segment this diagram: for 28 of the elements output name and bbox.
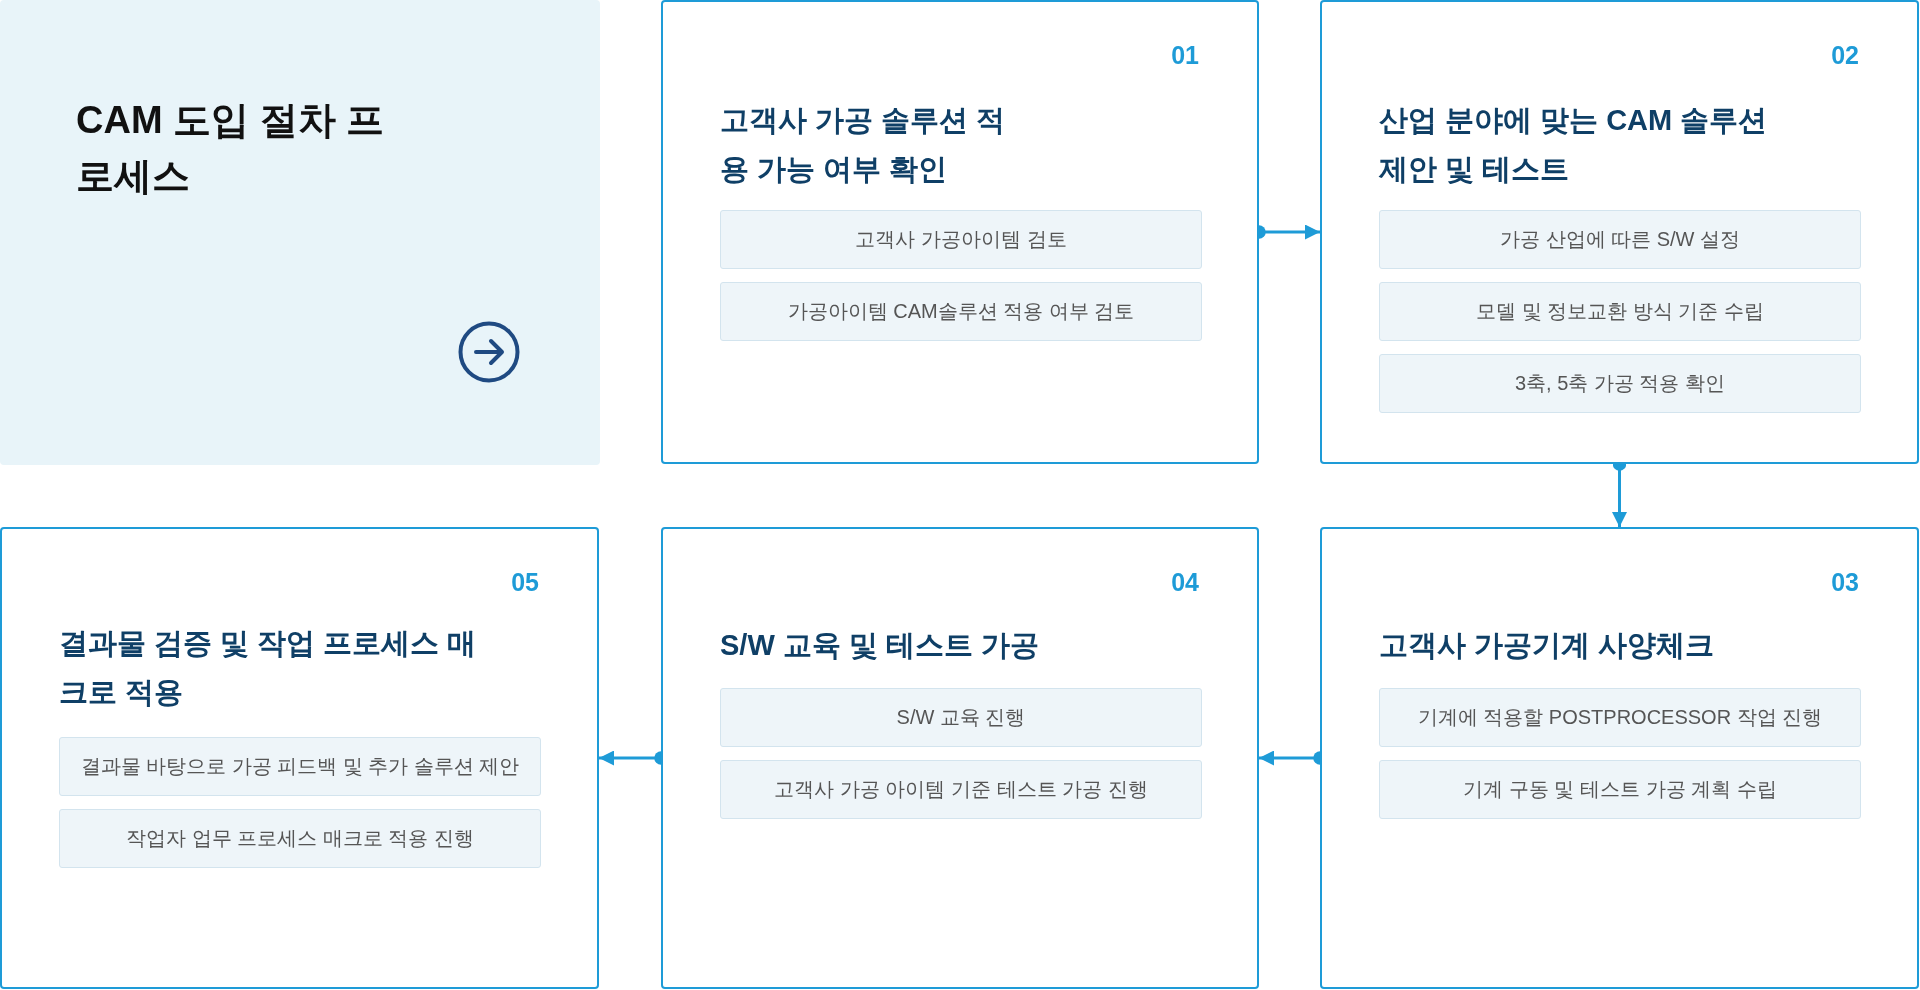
step-item: 3축, 5축 가공 적용 확인	[1379, 354, 1861, 413]
step-item: 기계 구동 및 테스트 가공 계획 수립	[1379, 760, 1861, 819]
intro-panel	[0, 0, 600, 465]
step-number: 02	[1831, 40, 1859, 70]
step-title: 결과물 검증 및 작업 프로세스 매크로 적용	[59, 626, 478, 710]
step-item: 고객사 가공 아이템 기준 테스트 가공 진행	[720, 760, 1202, 819]
step-card	[661, 0, 1259, 464]
step-title: S/W 교육 및 테스트 가공	[720, 628, 1040, 663]
step-item: S/W 교육 진행	[720, 688, 1202, 747]
step-title: 산업 분야에 맞는 CAM 솔루션 제안 및 테스트	[1379, 103, 1769, 187]
step-card	[1320, 0, 1919, 464]
step-number: 04	[1171, 567, 1199, 597]
step-number: 05	[511, 567, 539, 597]
step-card	[1320, 527, 1919, 989]
step-item: 작업자 업무 프로세스 매크로 적용 진행	[59, 809, 541, 868]
step-number: 03	[1831, 567, 1859, 597]
step-item: 모델 및 정보교환 방식 기준 수립	[1379, 282, 1861, 341]
step-title: 고객사 가공기계 사양체크	[1379, 628, 1716, 663]
step-number: 01	[1171, 40, 1199, 70]
step-item: 가공아이템 CAM솔루션 적용 여부 검토	[720, 282, 1202, 341]
step-title: 고객사 가공 솔루션 적용 가능 여부 확인	[720, 103, 1007, 187]
step-card	[0, 527, 599, 989]
step-item: 가공 산업에 따른 S/W 설정	[1379, 210, 1861, 269]
step-item: 기계에 적용할 POSTPROCESSOR 작업 진행	[1379, 688, 1861, 747]
step-item: 결과물 바탕으로 가공 피드백 및 추가 솔루션 제안	[59, 737, 541, 796]
panel-heading: CAM 도입 절차 프로세스	[76, 98, 386, 199]
step-item: 고객사 가공아이템 검토	[720, 210, 1202, 269]
step-card	[661, 527, 1259, 989]
